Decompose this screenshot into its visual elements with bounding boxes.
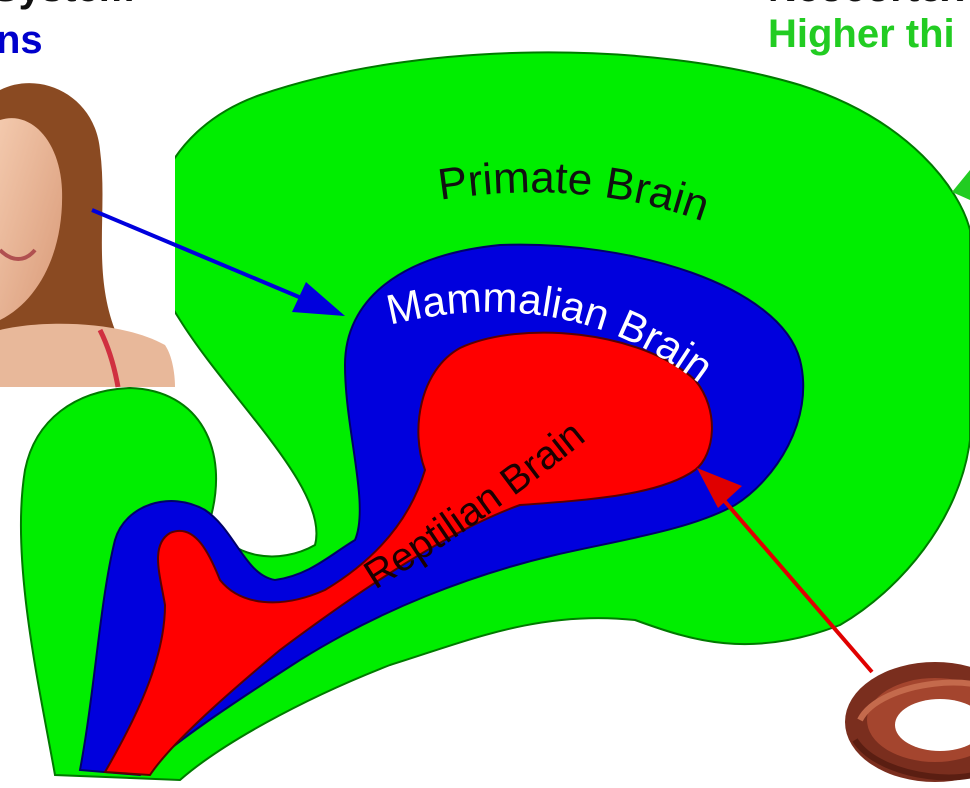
coiled-snake-image — [845, 662, 970, 782]
woman-photo — [0, 75, 175, 387]
